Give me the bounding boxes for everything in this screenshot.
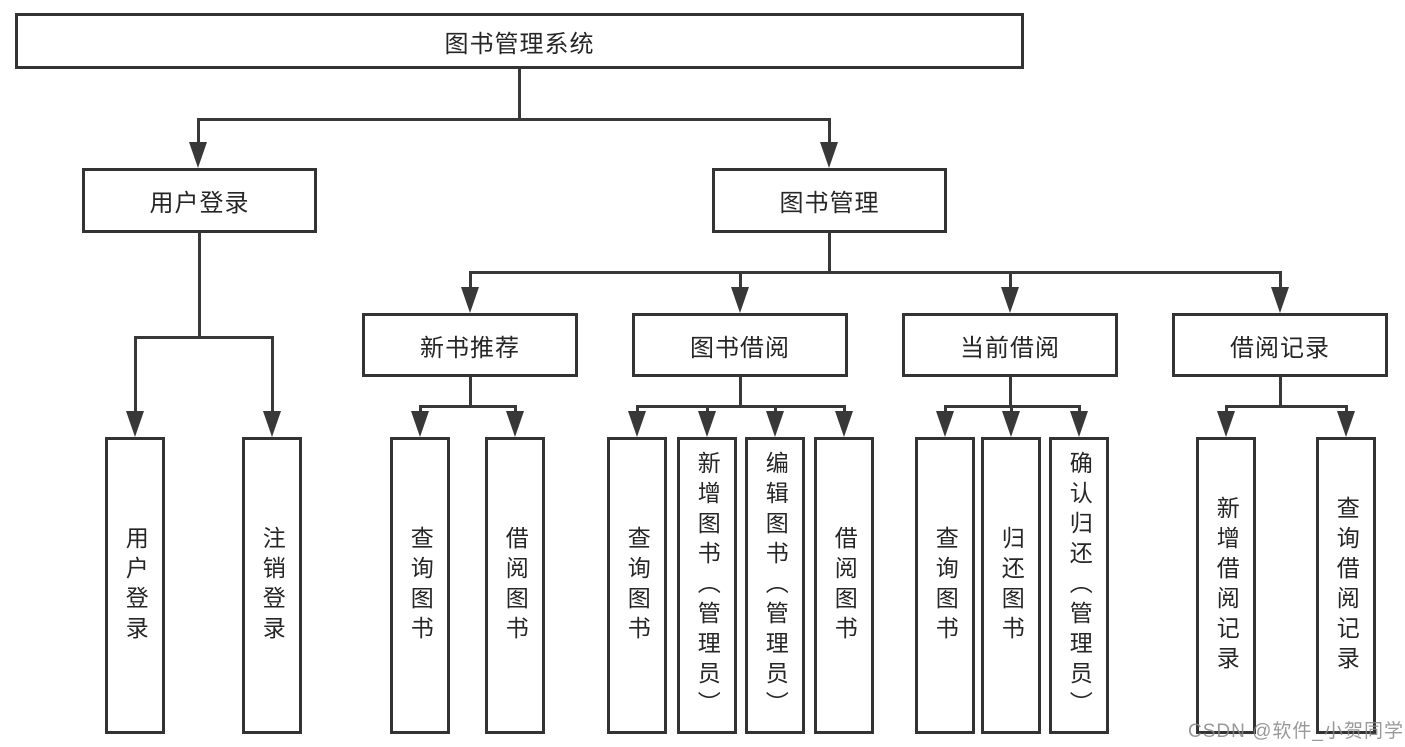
arrow-head-icon — [1217, 411, 1235, 437]
arrow-head-icon — [1002, 411, 1020, 437]
connector-line — [271, 336, 274, 413]
arrow-head-icon — [1271, 287, 1289, 313]
leaf-label: 查询图书 — [624, 525, 651, 646]
connector-line — [1225, 405, 1228, 415]
leaf-label: 借阅图书 — [502, 525, 529, 646]
node-new-book-recommend: 新书推荐 — [362, 313, 578, 377]
leaf-label: 确认归还（管理员） — [1066, 450, 1093, 721]
connector-line — [1279, 377, 1282, 405]
connector-line — [134, 336, 274, 339]
leaf-return-book: 归还图书 — [981, 437, 1041, 734]
arrow-head-icon — [820, 142, 838, 168]
leaf-confirm-return-admin: 确认归还（管理员） — [1049, 437, 1109, 734]
arrow-head-icon — [1070, 411, 1088, 437]
connector-line — [514, 405, 517, 415]
leaf-edit-book-admin: 编辑图书（管理员） — [745, 437, 805, 734]
leaf-label: 借阅图书 — [831, 525, 858, 646]
leaf-label: 新增图书（管理员） — [694, 450, 721, 721]
connector-line — [828, 118, 831, 146]
node-book-borrow: 图书借阅 — [632, 313, 848, 377]
leaf-label: 用户登录 — [122, 525, 149, 646]
arrow-head-icon — [936, 411, 954, 437]
connector-line — [1078, 405, 1081, 415]
leaf-add-borrow-record: 新增借阅记录 — [1196, 437, 1256, 734]
arrow-head-icon — [766, 411, 784, 437]
connector-line — [706, 405, 709, 415]
leaf-borrow-books: 借阅图书 — [814, 437, 874, 734]
connector-line — [197, 118, 200, 146]
node-book-management: 图书管理 — [712, 168, 947, 233]
connector-line — [469, 271, 472, 291]
leaf-user-login: 用户登录 — [105, 437, 165, 734]
connector-line — [518, 69, 521, 121]
arrow-head-icon — [698, 411, 716, 437]
arrow-head-icon — [189, 142, 207, 168]
connector-line — [636, 405, 846, 408]
node-label: 新书推荐 — [420, 334, 520, 362]
connector-line — [774, 405, 777, 415]
connector-line — [1009, 271, 1012, 291]
node-label: 图书借阅 — [690, 334, 790, 362]
leaf-label: 编辑图书（管理员） — [762, 450, 789, 721]
arrow-head-icon — [126, 411, 144, 437]
connector-line — [739, 271, 742, 291]
node-borrow-records: 借阅记录 — [1172, 313, 1388, 377]
leaf-label: 新增借阅记录 — [1213, 495, 1240, 676]
arrow-head-icon — [835, 411, 853, 437]
leaf-logout: 注销登录 — [242, 437, 302, 734]
connector-line — [843, 405, 846, 415]
connector-line — [1345, 405, 1348, 415]
leaf-query-books-borrow: 查询图书 — [607, 437, 667, 734]
arrow-head-icon — [461, 287, 479, 313]
node-label: 借阅记录 — [1230, 334, 1330, 362]
connector-line — [469, 271, 1282, 274]
arrow-head-icon — [1337, 411, 1355, 437]
arrow-head-icon — [1001, 287, 1019, 313]
node-label: 用户登录 — [149, 190, 250, 217]
connector-line — [198, 233, 201, 336]
connector-line — [1010, 405, 1013, 415]
leaf-label: 查询借阅记录 — [1333, 495, 1360, 676]
leaf-query-books-current: 查询图书 — [915, 437, 975, 734]
node-label: 当前借阅 — [960, 334, 1060, 362]
connector-line — [419, 405, 422, 415]
leaf-label: 注销登录 — [259, 525, 286, 646]
arrow-head-icon — [263, 411, 281, 437]
connector-line — [197, 118, 831, 121]
connector-line — [1225, 405, 1348, 408]
connector-line — [1279, 271, 1282, 291]
connector-line — [636, 405, 639, 415]
arrow-head-icon — [628, 411, 646, 437]
connector-line — [739, 377, 742, 405]
node-user-login: 用户登录 — [82, 168, 317, 233]
connector-line — [944, 405, 947, 415]
connector-line — [828, 233, 831, 273]
node-current-borrow: 当前借阅 — [902, 313, 1118, 377]
leaf-query-books-recommend: 查询图书 — [390, 437, 450, 734]
connector-line — [469, 377, 472, 405]
leaf-query-borrow-record: 查询借阅记录 — [1316, 437, 1376, 734]
arrow-head-icon — [731, 287, 749, 313]
leaf-add-book-admin: 新增图书（管理员） — [677, 437, 737, 734]
leaf-label: 查询图书 — [932, 525, 959, 646]
leaf-label: 归还图书 — [998, 525, 1025, 646]
leaf-label: 查询图书 — [407, 525, 434, 646]
leaf-borrow-books-recommend: 借阅图书 — [485, 437, 545, 734]
connector-line — [419, 405, 517, 408]
connector-line — [134, 336, 137, 413]
node-label: 图书管理系统 — [444, 30, 595, 58]
arrow-head-icon — [411, 411, 429, 437]
node-root-library-system: 图书管理系统 — [15, 13, 1024, 69]
csdn-watermark: CSDN @软件_小贺同学 — [1188, 721, 1404, 742]
arrow-head-icon — [506, 411, 524, 437]
node-label: 图书管理 — [779, 190, 880, 217]
connector-line — [1009, 377, 1012, 405]
